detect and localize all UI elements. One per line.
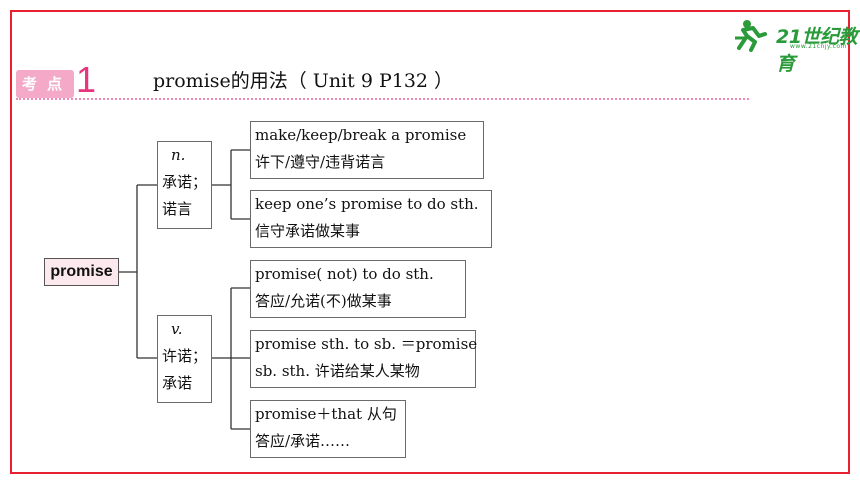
noun-usage-2: keep one’s promise to do sth. 信守承诺做某事 bbox=[250, 190, 492, 248]
usage-meaning: 答应/允诺(不)做某事 bbox=[255, 292, 392, 310]
title-divider bbox=[16, 98, 749, 100]
usage-phrase: promise( not) to do sth. bbox=[255, 265, 434, 283]
verb-meaning-1: 许诺； bbox=[162, 347, 208, 365]
verb-pos: v. bbox=[171, 320, 183, 338]
verb-usage-2: promise sth. to sb. ＝promise sb. sth. 许诺… bbox=[250, 330, 478, 388]
usage-phrase: make/keep/break a promise bbox=[255, 126, 467, 144]
verb-meaning-2: 承诺 bbox=[162, 374, 193, 392]
noun-node: n. 承诺； 诺言 bbox=[157, 141, 212, 229]
usage-phrase: promise＋that 从句 bbox=[255, 405, 397, 423]
noun-meaning-2: 诺言 bbox=[162, 200, 193, 218]
verb-usage-3: promise＋that 从句 答应/承诺…… bbox=[250, 400, 406, 458]
usage-phrase: keep one’s promise to do sth. bbox=[255, 195, 479, 213]
badge-char-2: 点 bbox=[47, 75, 63, 93]
logo-text: 21世纪教育 bbox=[776, 26, 857, 75]
root-node: promise bbox=[44, 258, 119, 286]
noun-usage-1: make/keep/break a promise 许下/遵守/违背诺言 bbox=[250, 121, 484, 179]
slide-frame bbox=[10, 10, 850, 474]
badge-number: 1 bbox=[76, 59, 97, 100]
badge-char-1: 考 bbox=[22, 75, 38, 93]
usage-meaning: 信守承诺做某事 bbox=[255, 222, 361, 240]
verb-usage-1: promise( not) to do sth. 答应/允诺(不)做某事 bbox=[250, 260, 466, 318]
runner-logo-icon bbox=[735, 20, 767, 52]
usage-meaning: 答应/承诺…… bbox=[255, 432, 351, 450]
noun-meaning-1: 承诺； bbox=[162, 173, 208, 191]
page-title: promise的用法（ Unit 9 P132 ） bbox=[153, 70, 454, 92]
logo-url: www.21cnjy.com bbox=[790, 43, 847, 50]
usage-phrase: promise sth. to sb. ＝promise bbox=[255, 335, 478, 353]
verb-node: v. 许诺； 承诺 bbox=[157, 315, 212, 403]
noun-pos: n. bbox=[171, 146, 186, 164]
usage-meaning: sb. sth. 许诺给某人某物 bbox=[255, 362, 420, 380]
kaodian-badge: 考 点 bbox=[16, 70, 74, 98]
usage-meaning: 许下/遵守/违背诺言 bbox=[255, 153, 386, 171]
